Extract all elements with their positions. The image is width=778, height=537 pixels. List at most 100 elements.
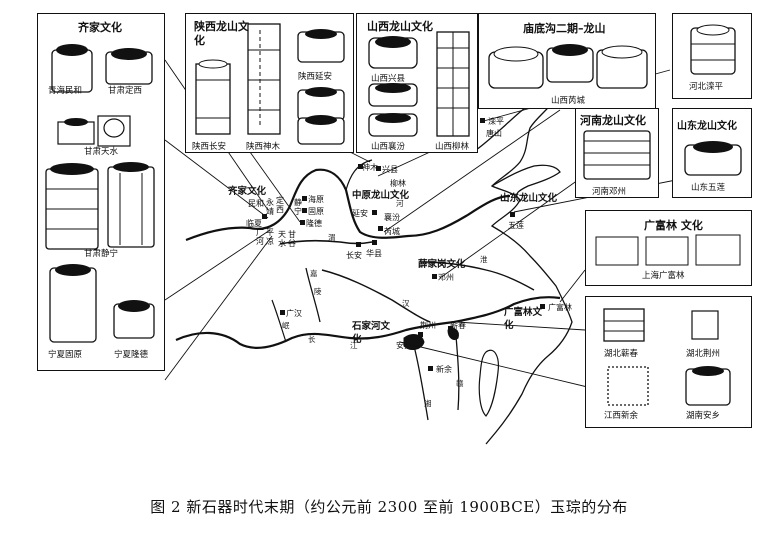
site-label: 襄汾 xyxy=(384,213,400,222)
site-marker xyxy=(302,208,307,213)
site-label: 长安 xyxy=(346,251,362,260)
panel-title: 山东龙山文化 xyxy=(677,121,737,132)
culture-label: 齐家文化 xyxy=(228,186,267,197)
panel-title: 河南龙山文化 xyxy=(580,114,646,127)
cong-jade-icon xyxy=(297,87,345,121)
site-caption: 甘肃定西 xyxy=(108,86,143,96)
site-caption: 陕西延安 xyxy=(298,72,333,82)
river-label: 赣 xyxy=(456,379,464,388)
site-caption: 湖南安乡 xyxy=(686,411,721,421)
yellow-river xyxy=(185,168,511,242)
site-label: 安乡 xyxy=(396,341,412,350)
site-label: 延安 xyxy=(352,209,368,218)
river-label: 渭 xyxy=(328,233,336,242)
site-marker xyxy=(448,326,453,331)
river-label: 陵 xyxy=(314,287,322,296)
culture-label: 薛家岗文化 xyxy=(418,259,466,270)
site-caption: 山西兴县 xyxy=(371,74,406,84)
cong-jade-icon xyxy=(691,310,719,340)
river-label: 长 xyxy=(308,335,316,344)
site-caption: 山西襄汾 xyxy=(371,142,406,152)
min-river xyxy=(271,299,287,343)
figure-caption: 图 2 新石器时代末期（约公元前 2300 至前 1900BCE）玉琮的分布 xyxy=(150,498,628,516)
taiwan xyxy=(478,349,499,417)
site-label: 广汉 xyxy=(286,309,302,318)
panel-hebei: 河北滦平 xyxy=(672,13,752,99)
river-label: 湘 xyxy=(424,399,432,408)
cong-jade-icon xyxy=(297,115,345,145)
site-marker xyxy=(378,226,383,231)
site-label: 柳林 xyxy=(390,179,406,188)
site-caption: 上海广富林 xyxy=(642,271,685,281)
cong-jade-icon xyxy=(368,36,418,69)
cong-jade-icon xyxy=(368,113,418,137)
panel-shanxi: 山西龙山文化 山西兴县 山西襄汾 山西柳林 xyxy=(356,13,478,153)
site-marker xyxy=(540,304,545,309)
river-label: 汉 xyxy=(402,299,410,308)
site-caption: 河南邓州 xyxy=(592,187,627,197)
gan-river xyxy=(455,335,460,411)
site-caption: 湖北荆州 xyxy=(686,349,721,359)
culture-label: 中原龙山文化 xyxy=(352,190,410,201)
panel-miaodigou: 庙底沟二期–龙山 山西芮城 xyxy=(478,13,656,109)
panel-title: 陕西龙山文化 xyxy=(194,20,249,47)
cong-jade-icon xyxy=(113,300,155,339)
cong-jade-icon xyxy=(51,44,93,93)
cong-jade-icon xyxy=(684,141,742,176)
yangtze-river xyxy=(175,296,561,349)
river-label: 淮 xyxy=(480,255,488,264)
site-label: 定西 xyxy=(276,196,284,214)
cong-jade-icon xyxy=(488,44,648,89)
site-marker xyxy=(510,212,515,217)
site-label: 天水 xyxy=(278,230,286,248)
river-label: 河 xyxy=(396,199,404,208)
dongting-lake xyxy=(403,334,425,350)
cong-jade-icon xyxy=(49,264,97,343)
site-marker xyxy=(376,166,381,171)
site-caption: 宁夏隆德 xyxy=(114,350,149,360)
site-label: 唐山 xyxy=(486,129,502,138)
site-caption: 甘肃静宁 xyxy=(84,249,119,259)
cong-jade-icon xyxy=(607,366,649,406)
xiang-river xyxy=(413,345,429,421)
site-marker xyxy=(280,310,285,315)
site-label: 甘谷 xyxy=(288,230,296,248)
site-label: 荆州 xyxy=(420,321,436,330)
site-label: 固原 xyxy=(308,207,324,216)
poyang-lake xyxy=(447,327,459,341)
cong-jade-icon xyxy=(195,59,231,135)
site-label: 隆德 xyxy=(306,219,322,228)
jialing-river xyxy=(305,267,321,323)
site-label: 广富林 xyxy=(548,303,572,312)
site-marker xyxy=(372,210,377,215)
site-marker xyxy=(300,220,305,225)
site-caption: 山西柳林 xyxy=(435,142,470,152)
site-label: 邓州 xyxy=(438,273,454,282)
river-label: 江 xyxy=(350,341,358,350)
cong-jade-icon xyxy=(436,31,470,137)
culture-label: 石家河文化 xyxy=(352,321,391,345)
site-caption: 山东五莲 xyxy=(691,183,726,193)
panel-title: 山西龙山文化 xyxy=(367,20,433,33)
site-caption: 青海民和 xyxy=(48,86,83,96)
site-label: 芮城 xyxy=(384,227,400,236)
site-marker xyxy=(428,366,433,371)
river-label: 嘉 xyxy=(310,269,318,278)
cong-jade-icon xyxy=(247,23,281,135)
site-caption: 河北滦平 xyxy=(689,82,724,92)
panel-qijia: 齐家文化 青海民和 甘肃定西 甘肃天水 甘肃静宁 宁夏固原 宁夏隆德 xyxy=(37,13,165,371)
site-caption: 宁夏固原 xyxy=(48,350,83,360)
site-marker xyxy=(358,164,363,169)
site-label: 滦平 xyxy=(488,117,504,126)
panel-title: 齐家文化 xyxy=(78,21,122,34)
site-label: 平凉 xyxy=(266,228,274,246)
river-label: 岷 xyxy=(282,321,290,330)
wei-river xyxy=(279,239,373,245)
han-river xyxy=(321,269,431,323)
site-caption: 陕西神木 xyxy=(246,142,281,152)
panel-guangfulin: 广富林 文化 上海广富林 xyxy=(585,210,752,286)
panel-henan: 河南龙山文化 河南邓州 xyxy=(575,108,659,198)
site-label: 五莲 xyxy=(508,221,524,230)
